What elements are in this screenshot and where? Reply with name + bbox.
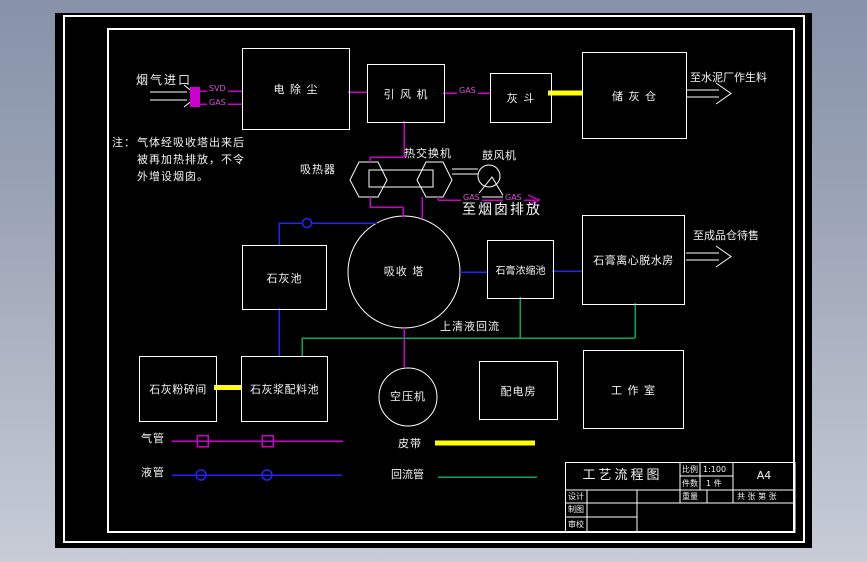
title-block-quantity-value: 1 件	[706, 479, 722, 488]
gas-pipe-label: GAS	[457, 86, 478, 96]
to-stack-label: 至烟囱排放	[462, 202, 542, 218]
note-prefix: 注：	[112, 136, 136, 149]
gypsum-thickener-label: 石膏浓缩池	[495, 266, 546, 277]
gas-pipe-label: GAS	[503, 193, 524, 203]
gypsum-dewatering-box: 石膏离心脱水房	[582, 215, 685, 305]
gas-pipe-label: GAS	[207, 98, 228, 108]
heat-exchanger-label: 热交换机	[404, 147, 452, 160]
note-line-3: 外增设烟囱。	[137, 170, 209, 183]
title-block-weight-label: 重量	[682, 492, 698, 501]
flue-gas-inlet-label: 烟气进口	[136, 73, 193, 87]
legend-belt-label: 皮带	[398, 437, 422, 450]
paper-border	[63, 15, 805, 543]
title-block-sheet-size: A4	[756, 469, 772, 483]
heat-absorber-label: 吸热器	[300, 163, 336, 176]
legend-return-pipe-label: 回流管	[391, 468, 424, 481]
title-block-reviewer-label: 审校	[568, 520, 584, 529]
title-block-drafter-label: 制图	[568, 505, 584, 514]
title-block-quantity-label: 件数	[682, 479, 698, 488]
lime-pool-box: 石灰池	[242, 245, 327, 310]
title-block-designer-label: 设计	[568, 492, 584, 501]
esp-box: 电 除 尘	[242, 48, 350, 130]
note-line-2: 被再加热排放，不令	[137, 153, 245, 166]
title-block-sheet-count-label: 共 张 第 张	[737, 492, 777, 501]
id-fan-label: 引 风 机	[383, 87, 429, 101]
workroom-box: 工 作 室	[583, 350, 684, 429]
title-block-scale-value: 1:100	[703, 465, 727, 474]
blower-label: 鼓风机	[482, 149, 517, 162]
lime-slurry-box: 石灰浆配料池	[241, 356, 328, 422]
drawing-border	[107, 28, 795, 533]
legend-liquid-pipe-label: 液管	[141, 466, 165, 479]
power-room-box: 配电房	[479, 361, 558, 420]
title-block-scale-label: 比例	[682, 465, 698, 474]
esp-label: 电 除 尘	[273, 83, 319, 96]
supernatant-return-label: 上清液回流	[440, 320, 500, 333]
absorber-tower-label: 吸收 塔	[383, 265, 425, 278]
id-fan-box: 引 风 机	[367, 64, 445, 123]
gypsum-dewatering-label: 石膏离心脱水房	[593, 254, 674, 267]
ash-silo-box: 储 灰 仓	[582, 52, 687, 139]
gypsum-thickener-box: 石膏浓缩池	[487, 240, 554, 299]
lime-slurry-label: 石灰浆配料池	[250, 383, 319, 396]
title-block-drawing-title: 工艺流程图	[582, 468, 663, 484]
to-cement-label: 至水泥厂作生料	[690, 71, 767, 84]
ash-hopper-label: 灰 斗	[506, 92, 536, 105]
lime-crushing-box: 石灰粉碎间	[139, 356, 217, 422]
legend-gas-pipe-label: 气管	[141, 432, 165, 445]
lime-pool-label: 石灰池	[266, 271, 303, 285]
workroom-label: 工 作 室	[611, 383, 656, 397]
to-product-label: 至成品仓待售	[693, 229, 759, 242]
gas-pipe-label: GAS	[461, 193, 482, 203]
lime-crushing-label: 石灰粉碎间	[149, 383, 207, 396]
note-line-1: 气体经吸收塔出来后	[137, 136, 245, 149]
ash-silo-label: 储 灰 仓	[612, 89, 657, 103]
ash-hopper-box: 灰 斗	[490, 73, 552, 123]
air-compressor-label: 空压机	[390, 390, 426, 403]
power-room-label: 配电房	[500, 384, 537, 398]
svd-pipe-label: SVD	[207, 84, 228, 94]
